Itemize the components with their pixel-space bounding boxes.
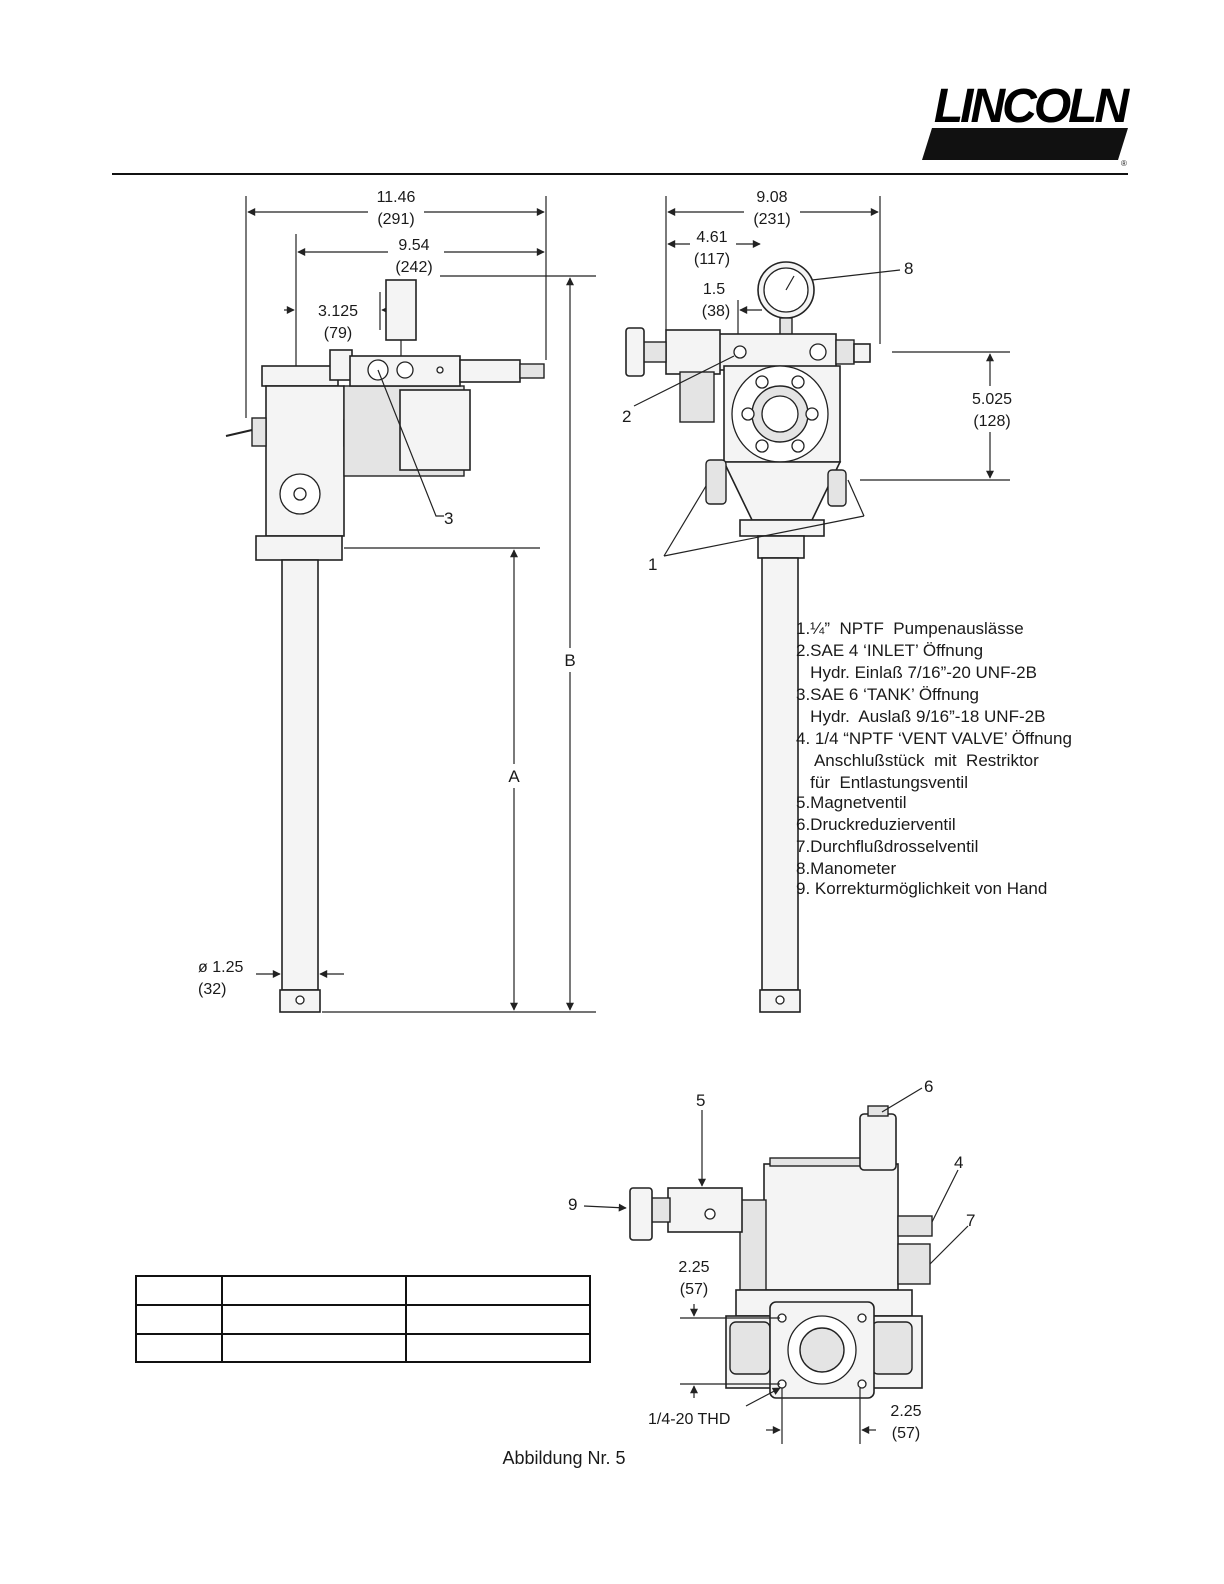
legend-line-4: 3.SAE 6 ‘TANK’ Öffnung [796,685,979,704]
dimension-table [135,1275,591,1363]
dim-width-right-mm: (231) [753,211,790,228]
legend-line-11: 7.Durchflußdrosselventil [796,837,978,856]
dim-width-small-mm: (38) [702,303,730,320]
logo-registered: ® [1121,159,1127,168]
dim-offset-left-mm: (79) [324,325,352,342]
callout-1: 1 [648,555,657,574]
callout-8: 8 [904,259,913,278]
dim-base-h: 2.25 [890,1403,921,1420]
dim-label-a: A [508,767,520,786]
legend-line-10: 6.Druckreduzierventil [796,815,956,834]
legend-line-2: 2.SAE 4 ‘INLET’ Öffnung [796,641,983,660]
pump-front-view: 9.08 (231) 4.61 (117) 1.5 (38) 8 [622,186,1020,1013]
dim-width-inner: 9.54 [398,237,429,254]
dim-offset-left: 3.125 [318,303,358,320]
dim-thread: 1/4-20 THD [648,1411,730,1428]
callout-4: 4 [954,1153,963,1172]
dim-width-left-mm: (291) [377,211,414,228]
dim-label-b: B [564,651,575,670]
legend-line-12: 8.Manometer [796,859,896,878]
dim-tube-dia: ø 1.25 [198,959,243,976]
dim-base-v-mm: (57) [680,1281,708,1298]
legend-line-3: Hydr. Einlaß 7/16”-20 UNF-2B [796,663,1037,682]
callout-7: 7 [966,1211,975,1230]
logo-text: LINCOLN [934,80,1131,133]
legend-line-5: Hydr. Auslaß 9/16”-18 UNF-2B [796,707,1045,726]
dim-base-v: 2.25 [678,1259,709,1276]
lincoln-logo: LINCOLN ® [922,80,1133,168]
pump-top-view: 5 6 4 7 9 2.25 (57) 2.25 (57) 1/4-20 THD [568,1077,975,1444]
parts-legend: 1.¼” NPTF Pumpenauslässe 2.SAE 4 ‘INLET’… [796,619,1072,898]
legend-line-7: Anschlußstück mit Restriktor [796,751,1039,770]
dim-width-right2-mm: (117) [694,251,730,268]
callout-5: 5 [696,1091,705,1110]
legend-line-1: 1.¼” NPTF Pumpenauslässe [796,619,1024,638]
callout-6: 6 [924,1077,933,1096]
dim-height-right-mm: (128) [973,413,1010,430]
dim-width-right2: 4.61 [696,229,727,246]
legend-line-9: 5.Magnetventil [796,793,907,812]
figure-caption: Abbildung Nr. 5 [502,1448,625,1468]
dim-width-small: 1.5 [703,281,725,298]
dim-width-left: 11.46 [377,189,416,206]
legend-line-8: für Entlastungsventil [796,773,968,792]
pump-side-view: 11.46 (291) 9.54 (242) 3.125 (79) [198,186,596,1013]
legend-line-6: 4. 1/4 “NPTF ‘VENT VALVE’ Öffnung [796,729,1072,748]
callout-3: 3 [444,509,453,528]
dim-width-inner-mm: (242) [395,259,432,276]
dim-tube-dia-mm: (32) [198,981,226,998]
dim-width-right: 9.08 [756,189,787,206]
dim-base-h-mm: (57) [892,1425,920,1442]
dim-height-right: 5.025 [972,391,1012,408]
logo-bar [922,128,1128,160]
legend-line-13: 9. Korrekturmöglichkeit von Hand [796,879,1047,898]
callout-9: 9 [568,1195,577,1214]
callout-2: 2 [622,407,631,426]
